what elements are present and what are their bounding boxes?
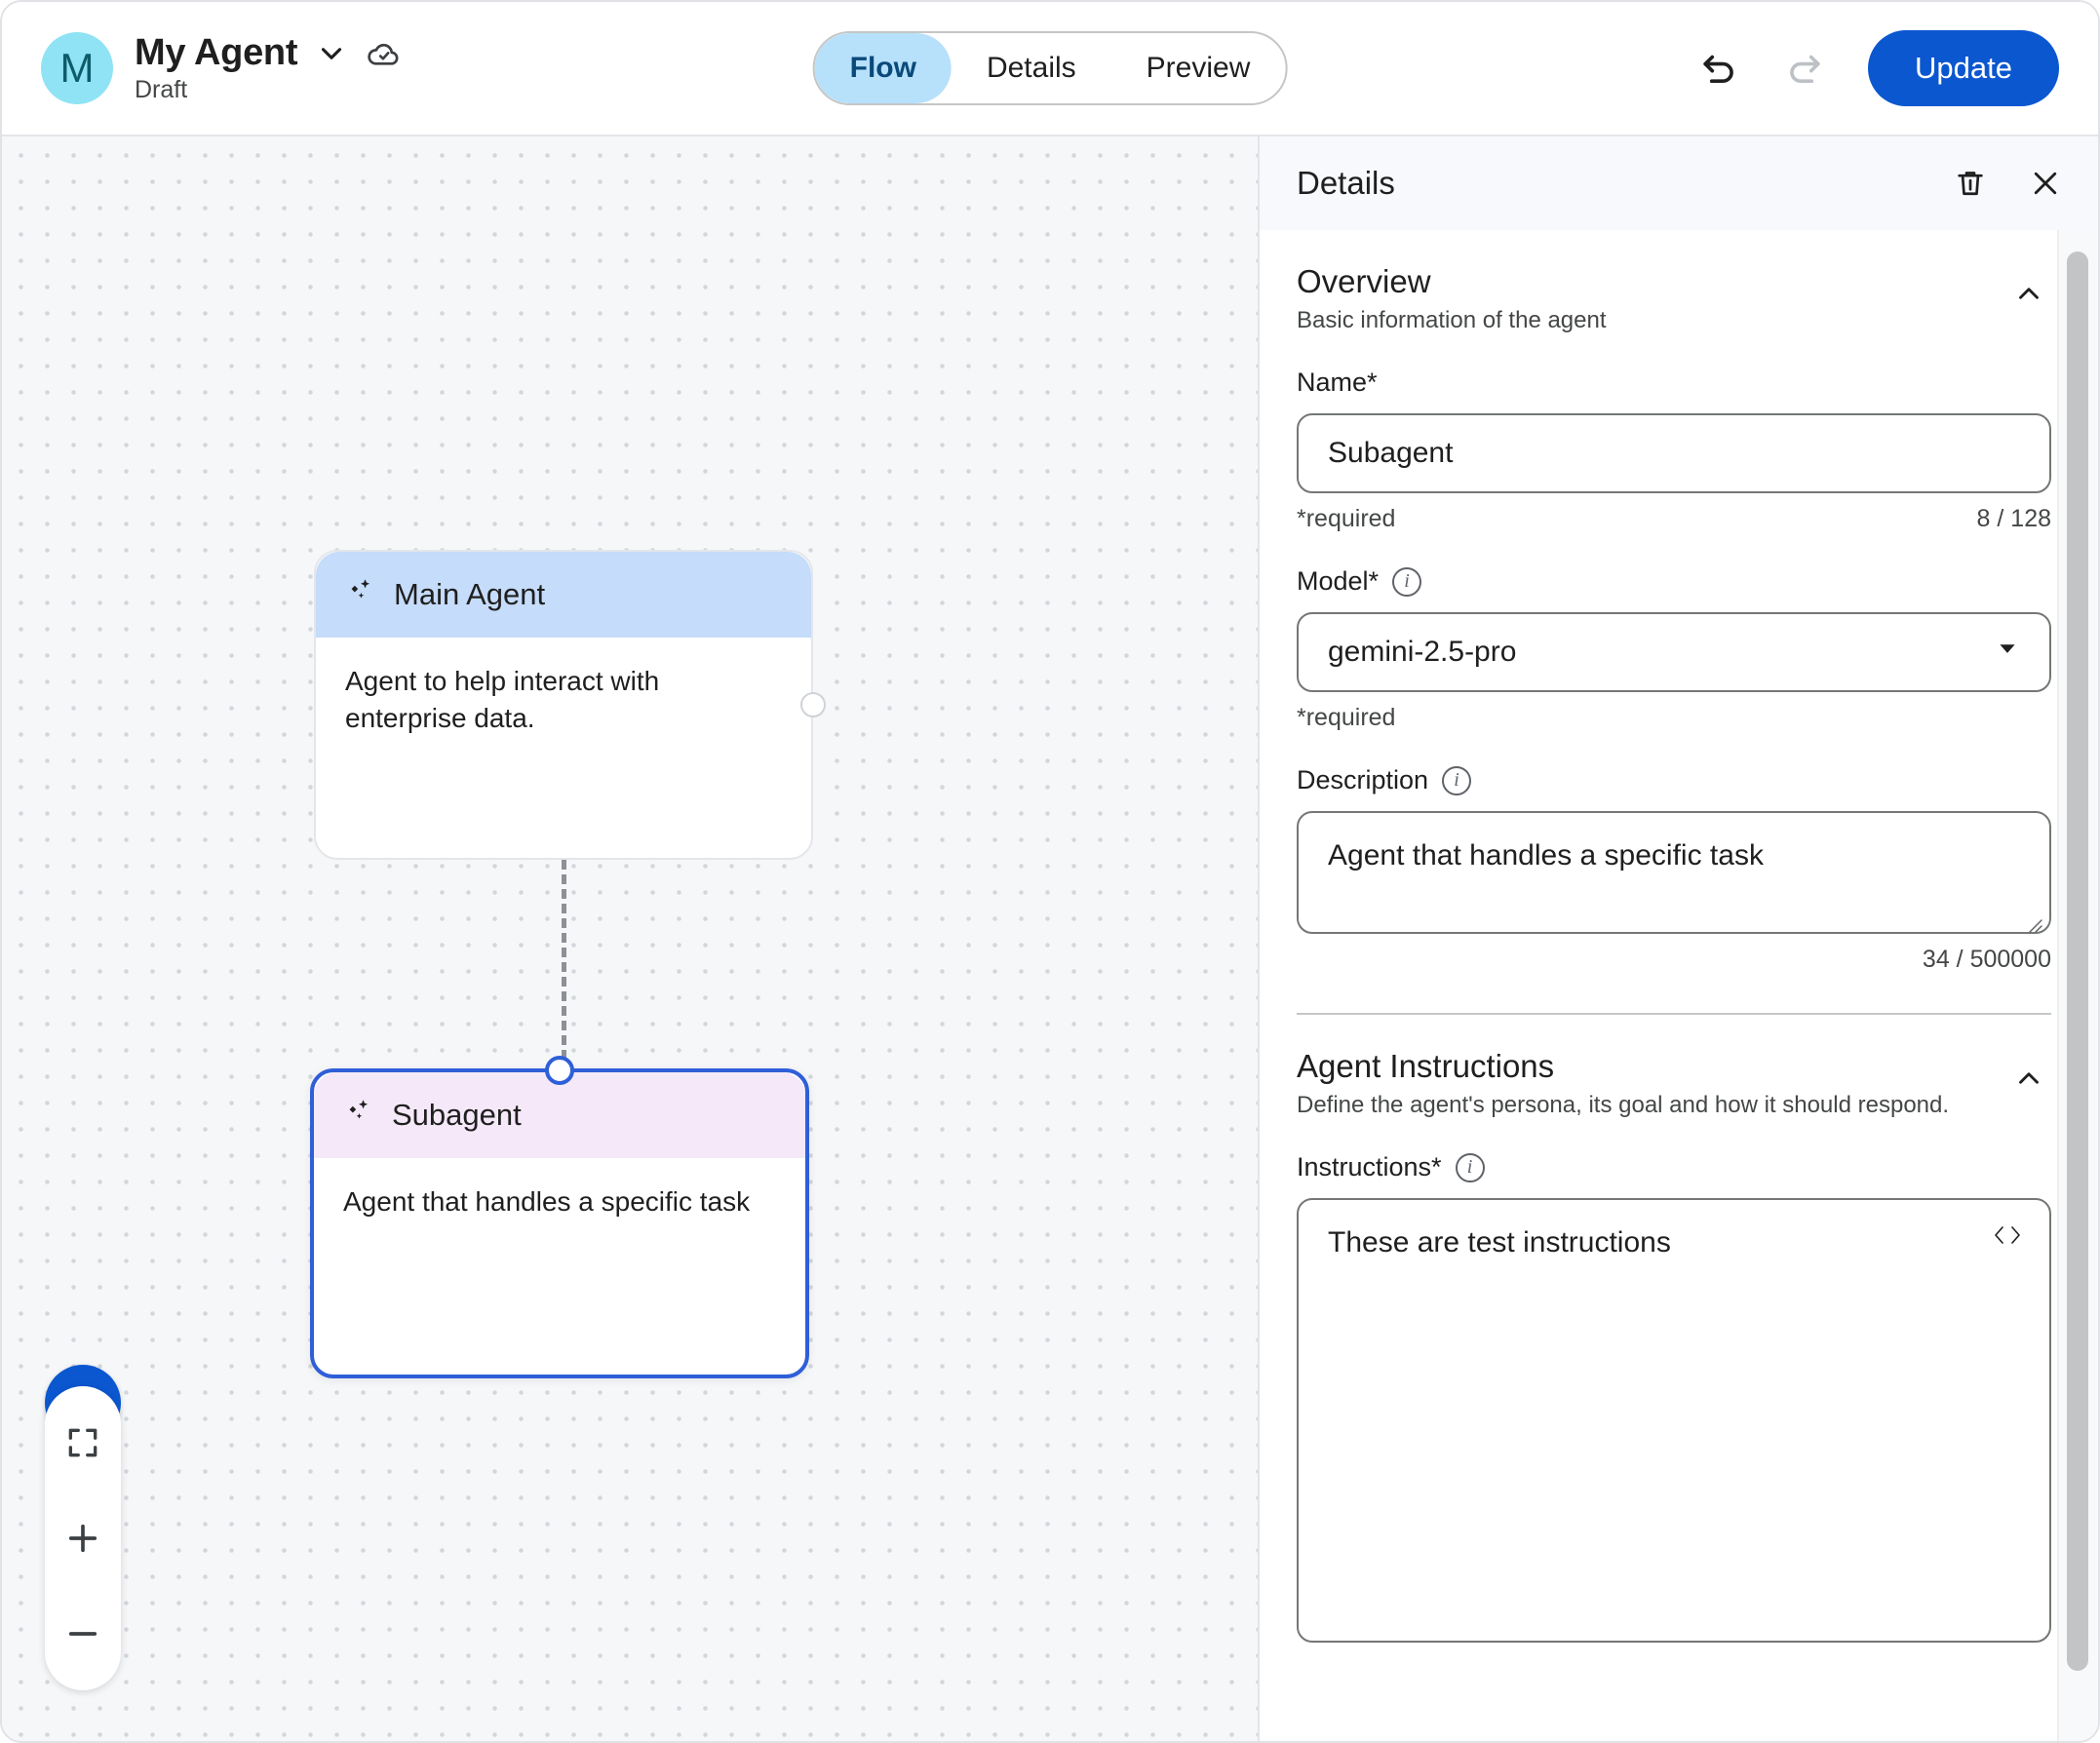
panel-scrollbar-thumb[interactable] <box>2067 252 2088 1671</box>
details-panel-header: Details <box>1260 136 2098 230</box>
agent-brand: M My Agent Draft <box>41 32 403 104</box>
zoom-controls <box>45 1386 121 1690</box>
close-icon[interactable] <box>2028 166 2063 201</box>
name-input[interactable]: Subagent <box>1297 413 2051 493</box>
info-icon[interactable]: i <box>1455 1152 1485 1182</box>
info-icon[interactable]: i <box>1392 566 1422 597</box>
node-description: Agent to help interact with enterprise d… <box>345 666 660 733</box>
model-select[interactable]: gemini-2.5-pro <box>1297 612 2051 692</box>
node-title: Main Agent <box>394 577 546 611</box>
field-name: Name* Subagent *required 8 / 128 <box>1297 368 2051 533</box>
sparkle-icon <box>345 575 376 614</box>
tab-details[interactable]: Details <box>952 33 1111 103</box>
details-panel-body[interactable]: Overview Basic information of the agent … <box>1260 230 2098 1741</box>
flow-edge <box>562 860 566 1074</box>
instructions-label: Instructions* <box>1297 1152 1442 1181</box>
node-header: Subagent <box>314 1072 805 1158</box>
description-textarea[interactable]: Agent that handles a specific task <box>1297 811 2051 934</box>
cloud-check-icon <box>366 35 403 72</box>
model-label: Model* <box>1297 566 1380 596</box>
model-required-note: *required <box>1297 704 1396 731</box>
section-divider <box>1297 1013 2051 1015</box>
node-input-port[interactable] <box>545 1056 574 1085</box>
agent-name-block: My Agent Draft <box>135 32 403 104</box>
instructions-value: These are test instructions <box>1328 1226 1671 1259</box>
trash-icon[interactable] <box>1954 167 1987 200</box>
chevron-up-icon[interactable] <box>2006 1062 2051 1098</box>
update-button[interactable]: Update <box>1868 30 2059 106</box>
node-header: Main Agent <box>316 552 811 638</box>
description-label: Description <box>1297 765 1429 794</box>
redo-icon[interactable] <box>1782 46 1827 91</box>
name-label: Name* <box>1297 368 1378 397</box>
section-description: Basic information of the agent <box>1297 307 1607 333</box>
avatar: M <box>41 32 113 104</box>
top-bar: M My Agent Draft Flo <box>2 2 2098 136</box>
node-description: Agent that handles a specific task <box>343 1186 751 1217</box>
name-required-note: *required <box>1297 505 1396 532</box>
code-brackets-icon[interactable] <box>1991 1221 2024 1257</box>
workspace: Main Agent Agent to help interact with e… <box>2 136 2098 1741</box>
model-select-value: gemini-2.5-pro <box>1328 636 1517 668</box>
section-title: Overview <box>1297 263 1431 299</box>
minus-icon[interactable] <box>45 1599 121 1669</box>
instructions-textarea[interactable]: These are test instructions <box>1297 1198 2051 1643</box>
node-subagent[interactable]: Subagent Agent that handles a specific t… <box>310 1056 809 1378</box>
section-overview-header: Overview Basic information of the agent <box>1297 230 2051 334</box>
field-model: Model* i gemini-2.5-pro *required <box>1297 566 2051 732</box>
tab-preview[interactable]: Preview <box>1111 33 1286 103</box>
info-icon[interactable]: i <box>1442 765 1472 795</box>
agent-status: Draft <box>135 76 188 103</box>
field-description: Description i Agent that handles a speci… <box>1297 765 2051 974</box>
field-instructions: Instructions* i These are test instructi… <box>1297 1152 2051 1643</box>
node-main-agent[interactable]: Main Agent Agent to help interact with e… <box>314 550 826 860</box>
description-value: Agent that handles a specific task <box>1328 839 1764 872</box>
panel-title: Details <box>1297 165 1395 201</box>
resize-handle[interactable] <box>2022 906 2043 933</box>
sparkle-icon <box>343 1096 374 1135</box>
chevron-up-icon[interactable] <box>2006 277 2051 313</box>
top-bar-actions: Update <box>1696 30 2059 106</box>
details-panel: Details <box>1258 136 2098 1741</box>
name-counter: 8 / 128 <box>1976 505 2051 532</box>
view-tabs: Flow Details Preview <box>812 31 1288 105</box>
plus-icon[interactable] <box>45 1503 121 1573</box>
page-title: My Agent <box>135 32 298 73</box>
fit-screen-icon[interactable] <box>45 1408 121 1478</box>
node-output-port[interactable] <box>800 692 826 717</box>
undo-icon[interactable] <box>1696 46 1741 91</box>
flow-canvas[interactable]: Main Agent Agent to help interact with e… <box>2 136 1258 1741</box>
section-description: Define the agent's persona, its goal and… <box>1297 1092 1950 1118</box>
chevron-down-icon[interactable] <box>315 37 348 70</box>
node-title: Subagent <box>392 1098 522 1132</box>
section-title: Agent Instructions <box>1297 1048 1555 1084</box>
section-agent-instructions-header: Agent Instructions Define the agent's pe… <box>1297 1015 2051 1119</box>
description-counter: 34 / 500000 <box>1922 946 2051 973</box>
tab-flow[interactable]: Flow <box>814 33 952 103</box>
caret-down-icon <box>1995 636 2020 669</box>
